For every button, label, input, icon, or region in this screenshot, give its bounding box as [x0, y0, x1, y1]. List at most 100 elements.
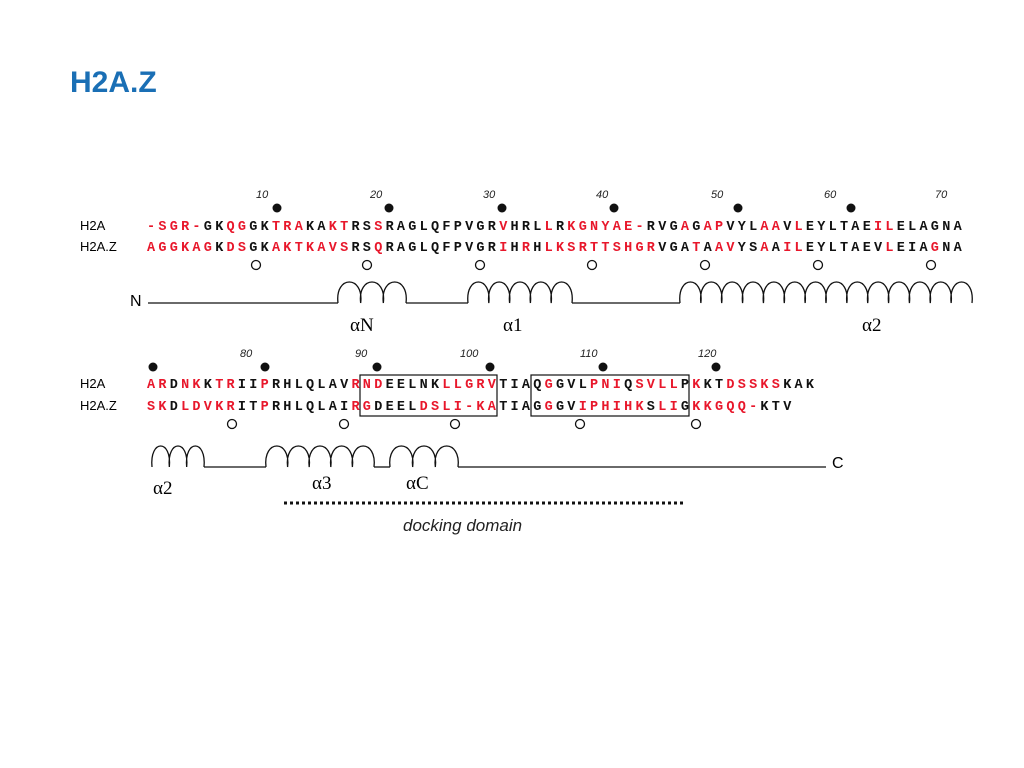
row1-h2a-residue: G — [170, 220, 178, 235]
open-marker — [361, 259, 373, 271]
row1-h2a-residue: Q — [431, 220, 439, 235]
row1-h2a-residue: L — [795, 220, 803, 235]
filled-marker — [372, 362, 382, 372]
row1-h2az-residue: S — [613, 241, 621, 256]
row1-h2a-residue: Y — [817, 220, 826, 235]
row2-h2a-residue: S — [636, 378, 644, 393]
row2-h2a-residue: I — [613, 378, 621, 393]
row1-h2a-residue: F — [442, 220, 450, 235]
row1-h2az-residue: N — [942, 241, 950, 256]
row1-h2a-residue: T — [340, 220, 348, 235]
row2-h2a-residue: L — [442, 378, 450, 393]
row1-h2az-residue: L — [795, 241, 803, 256]
row1-h2a-residue: A — [851, 220, 860, 235]
row2-h2az-residue: S — [647, 400, 655, 415]
row1-h2az-residue: G — [170, 241, 178, 256]
row1-h2az-residue: T — [840, 241, 848, 256]
row2-h2a-residue: Q — [624, 378, 632, 393]
row2-h2a-residue: K — [204, 378, 213, 393]
row2-h2a-residue: D — [726, 378, 734, 393]
row2-h2a-residue: L — [295, 378, 303, 393]
row1-h2az-residue: G — [408, 241, 416, 256]
row1-h2a-residue: L — [545, 220, 553, 235]
row2-h2a-residue: D — [374, 378, 382, 393]
row2-h2az-residue: L — [658, 400, 666, 415]
row2-h2a-residue: K — [783, 378, 792, 393]
row2-h2a-residue: K — [431, 378, 440, 393]
row1-h2az-residue: A — [317, 241, 326, 256]
row2-h2az-residue: H — [624, 400, 632, 415]
row1-h2az-residue: S — [340, 241, 348, 256]
row1-h2az-residue: I — [908, 241, 916, 256]
row2-h2a-residue: A — [522, 378, 531, 393]
row1-h2a-residue: L — [885, 220, 893, 235]
row2-h2az-residue: T — [249, 400, 257, 415]
row1-h2a-residue: - — [192, 220, 200, 235]
row1-h2az-residue: G — [249, 241, 257, 256]
row1-h2a-residue: H — [511, 220, 519, 235]
position-number: 60 — [824, 189, 837, 201]
row2-h2az-residue: H — [601, 400, 609, 415]
row1-h2a-residue: V — [465, 220, 474, 235]
row1-h2a-residue: T — [272, 220, 280, 235]
row1-h2az-residue: A — [715, 241, 724, 256]
row1-h2az-residue: A — [704, 241, 713, 256]
row1-h2az-residue: H — [624, 241, 632, 256]
helix-label-alpha-1: α1 — [503, 315, 522, 336]
row2-h2a-residue: A — [329, 378, 338, 393]
row2-h2az-residue: L — [181, 400, 189, 415]
row1-h2az-markers — [250, 259, 937, 271]
filled-marker — [272, 203, 282, 213]
row2-h2a-residue: K — [704, 378, 713, 393]
row1-h2a-residue: A — [317, 220, 326, 235]
open-marker — [690, 418, 702, 430]
row2-h2az-residue: G — [556, 400, 564, 415]
row2-h2az-residue: K — [760, 400, 769, 415]
open-marker — [226, 418, 238, 430]
row1-h2a-residue: E — [863, 220, 871, 235]
row1-h2az-residue: A — [147, 241, 156, 256]
row1-h2az-residue: A — [920, 241, 929, 256]
row2-h2az-residue: D — [374, 400, 382, 415]
row1-h2a-residue: R — [181, 220, 190, 235]
row1-h2az-residue: G — [158, 241, 166, 256]
row1-h2az-residue: K — [181, 241, 190, 256]
row1-h2a-residue: G — [670, 220, 678, 235]
row1-h2a-residue: A — [760, 220, 769, 235]
row2-h2az-residue: L — [295, 400, 303, 415]
row1-h2az-residue: S — [238, 241, 246, 256]
row2-h2a-markers — [148, 362, 721, 372]
row2-h2a-residue: Q — [306, 378, 314, 393]
row2-h2az-residue: G — [715, 400, 723, 415]
row1-h2az-residue: Q — [431, 241, 439, 256]
row2-h2az-residue: P — [261, 400, 269, 415]
row2-h2a-residue: N — [181, 378, 189, 393]
row2-h2az-residue: R — [272, 400, 281, 415]
row2-h2a-residue: K — [760, 378, 769, 393]
helix-alpha-n — [337, 281, 407, 304]
row2-h2a-residue: S — [772, 378, 780, 393]
row1-h2az-residue: V — [329, 241, 338, 256]
position-number: 120 — [698, 348, 717, 360]
filled-marker — [846, 203, 856, 213]
row2-h2a-residue: N — [420, 378, 428, 393]
row1-h2az-residue: R — [579, 241, 588, 256]
row1-h2az-residue: K — [261, 241, 270, 256]
row2-h2a-residue: S — [738, 378, 746, 393]
row2-h2a-residue: V — [647, 378, 656, 393]
row2-h2az-residue: S — [431, 400, 439, 415]
row2-h2az-residue: K — [636, 400, 645, 415]
row2-h2a-residue: I — [511, 378, 519, 393]
row1-h2a-markers — [272, 203, 856, 213]
row2-h2az-residue: K — [476, 400, 485, 415]
row1-h2a-residue: K — [567, 220, 576, 235]
row1-h2a-residue: S — [363, 220, 371, 235]
row2-h2a-residue: V — [488, 378, 497, 393]
row2-h2a-residue: L — [317, 378, 325, 393]
row1-h2a-residue: Q — [227, 220, 235, 235]
helix-label-alpha-c: αC — [406, 473, 429, 494]
row1-h2az-residue: T — [590, 241, 598, 256]
row2-h2az-residue: P — [590, 400, 598, 415]
row1-h2a-residue: R — [522, 220, 531, 235]
